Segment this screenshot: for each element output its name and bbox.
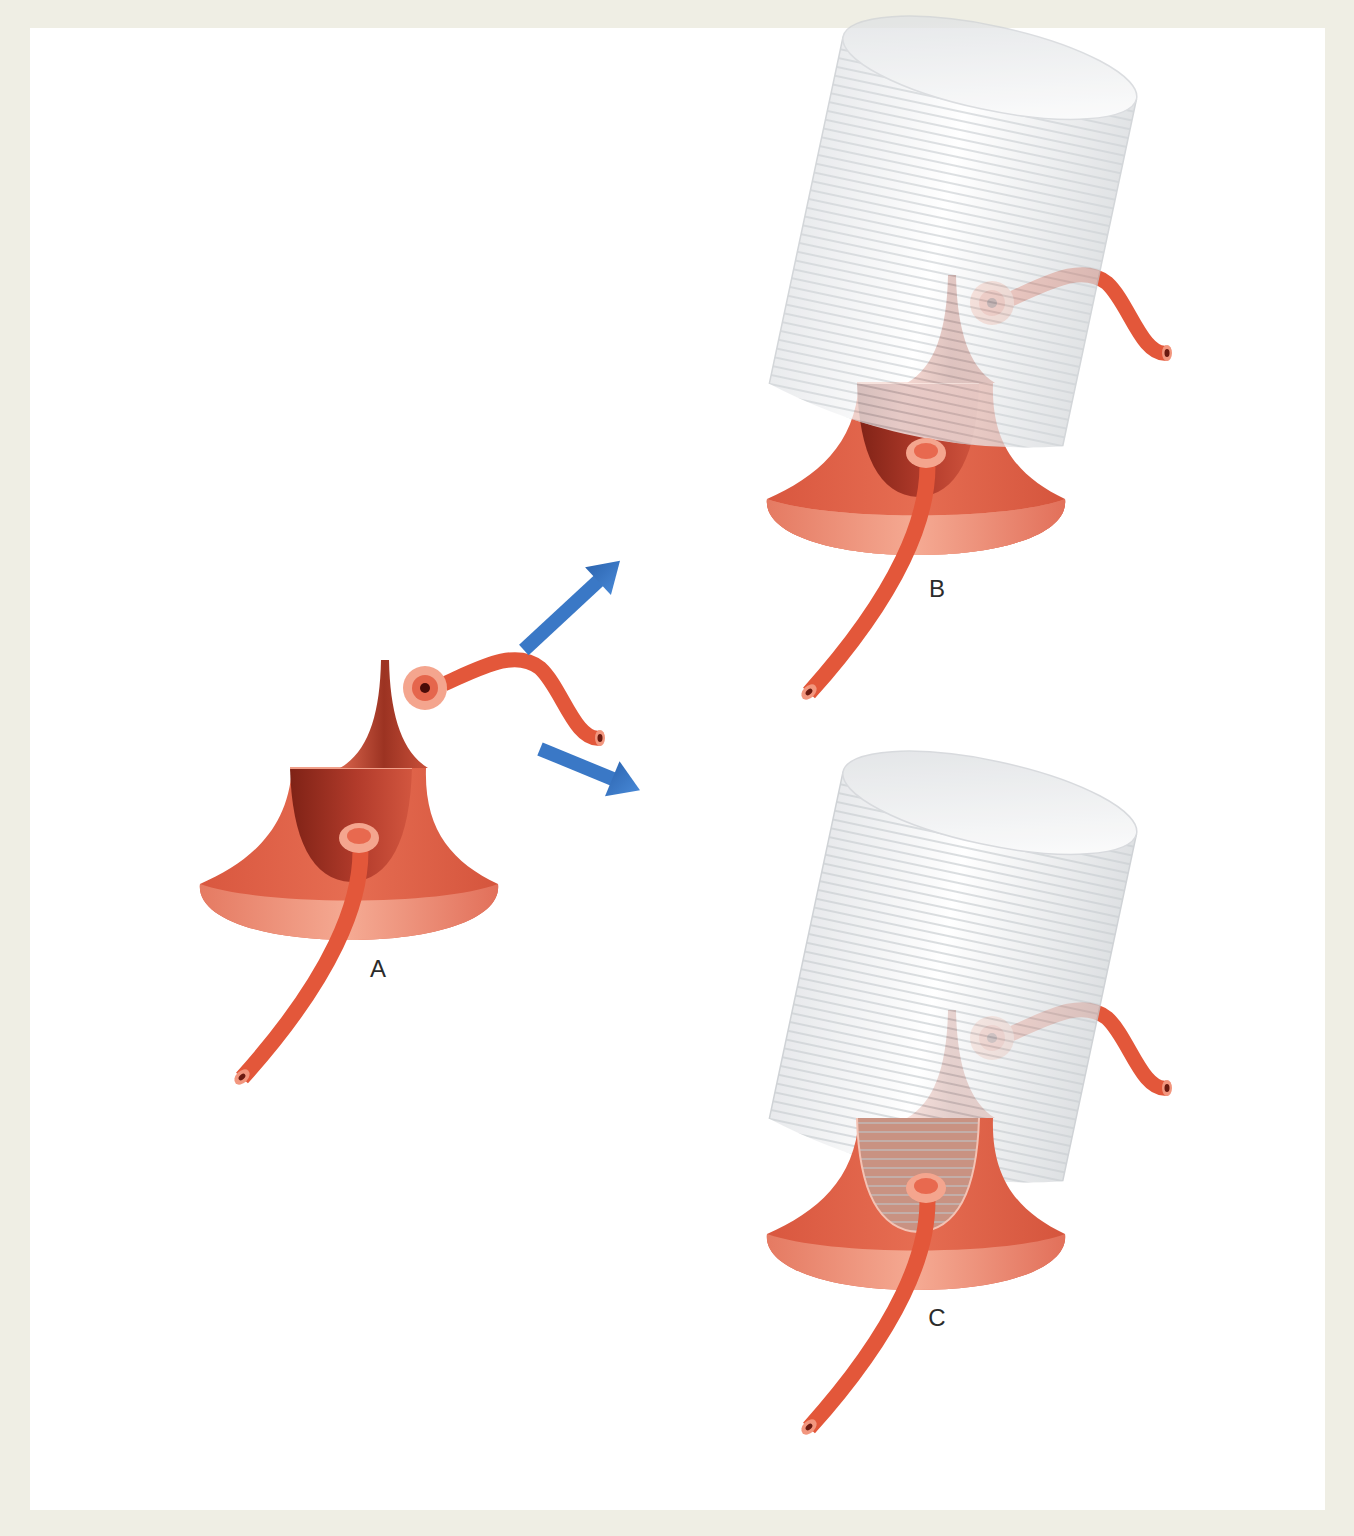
figure-panel: A xyxy=(190,650,540,990)
panel-letter: A xyxy=(370,955,387,984)
arrow-shaft xyxy=(540,749,614,780)
aortic-root-native xyxy=(200,660,605,1088)
flow-arrow xyxy=(524,561,620,650)
arrow-head xyxy=(605,761,640,796)
arrow-head xyxy=(585,561,620,595)
graft-reimplantation xyxy=(765,730,1172,1437)
arrow-shaft xyxy=(524,580,600,650)
panel-letter: C xyxy=(928,1304,946,1333)
graft-remodeling xyxy=(765,0,1172,703)
panel-letter: B xyxy=(929,575,946,604)
figure-panel: B xyxy=(620,25,1130,610)
flow-arrow xyxy=(540,749,640,796)
figure-panel: C xyxy=(640,640,1180,1340)
white-panel xyxy=(30,28,1325,1510)
